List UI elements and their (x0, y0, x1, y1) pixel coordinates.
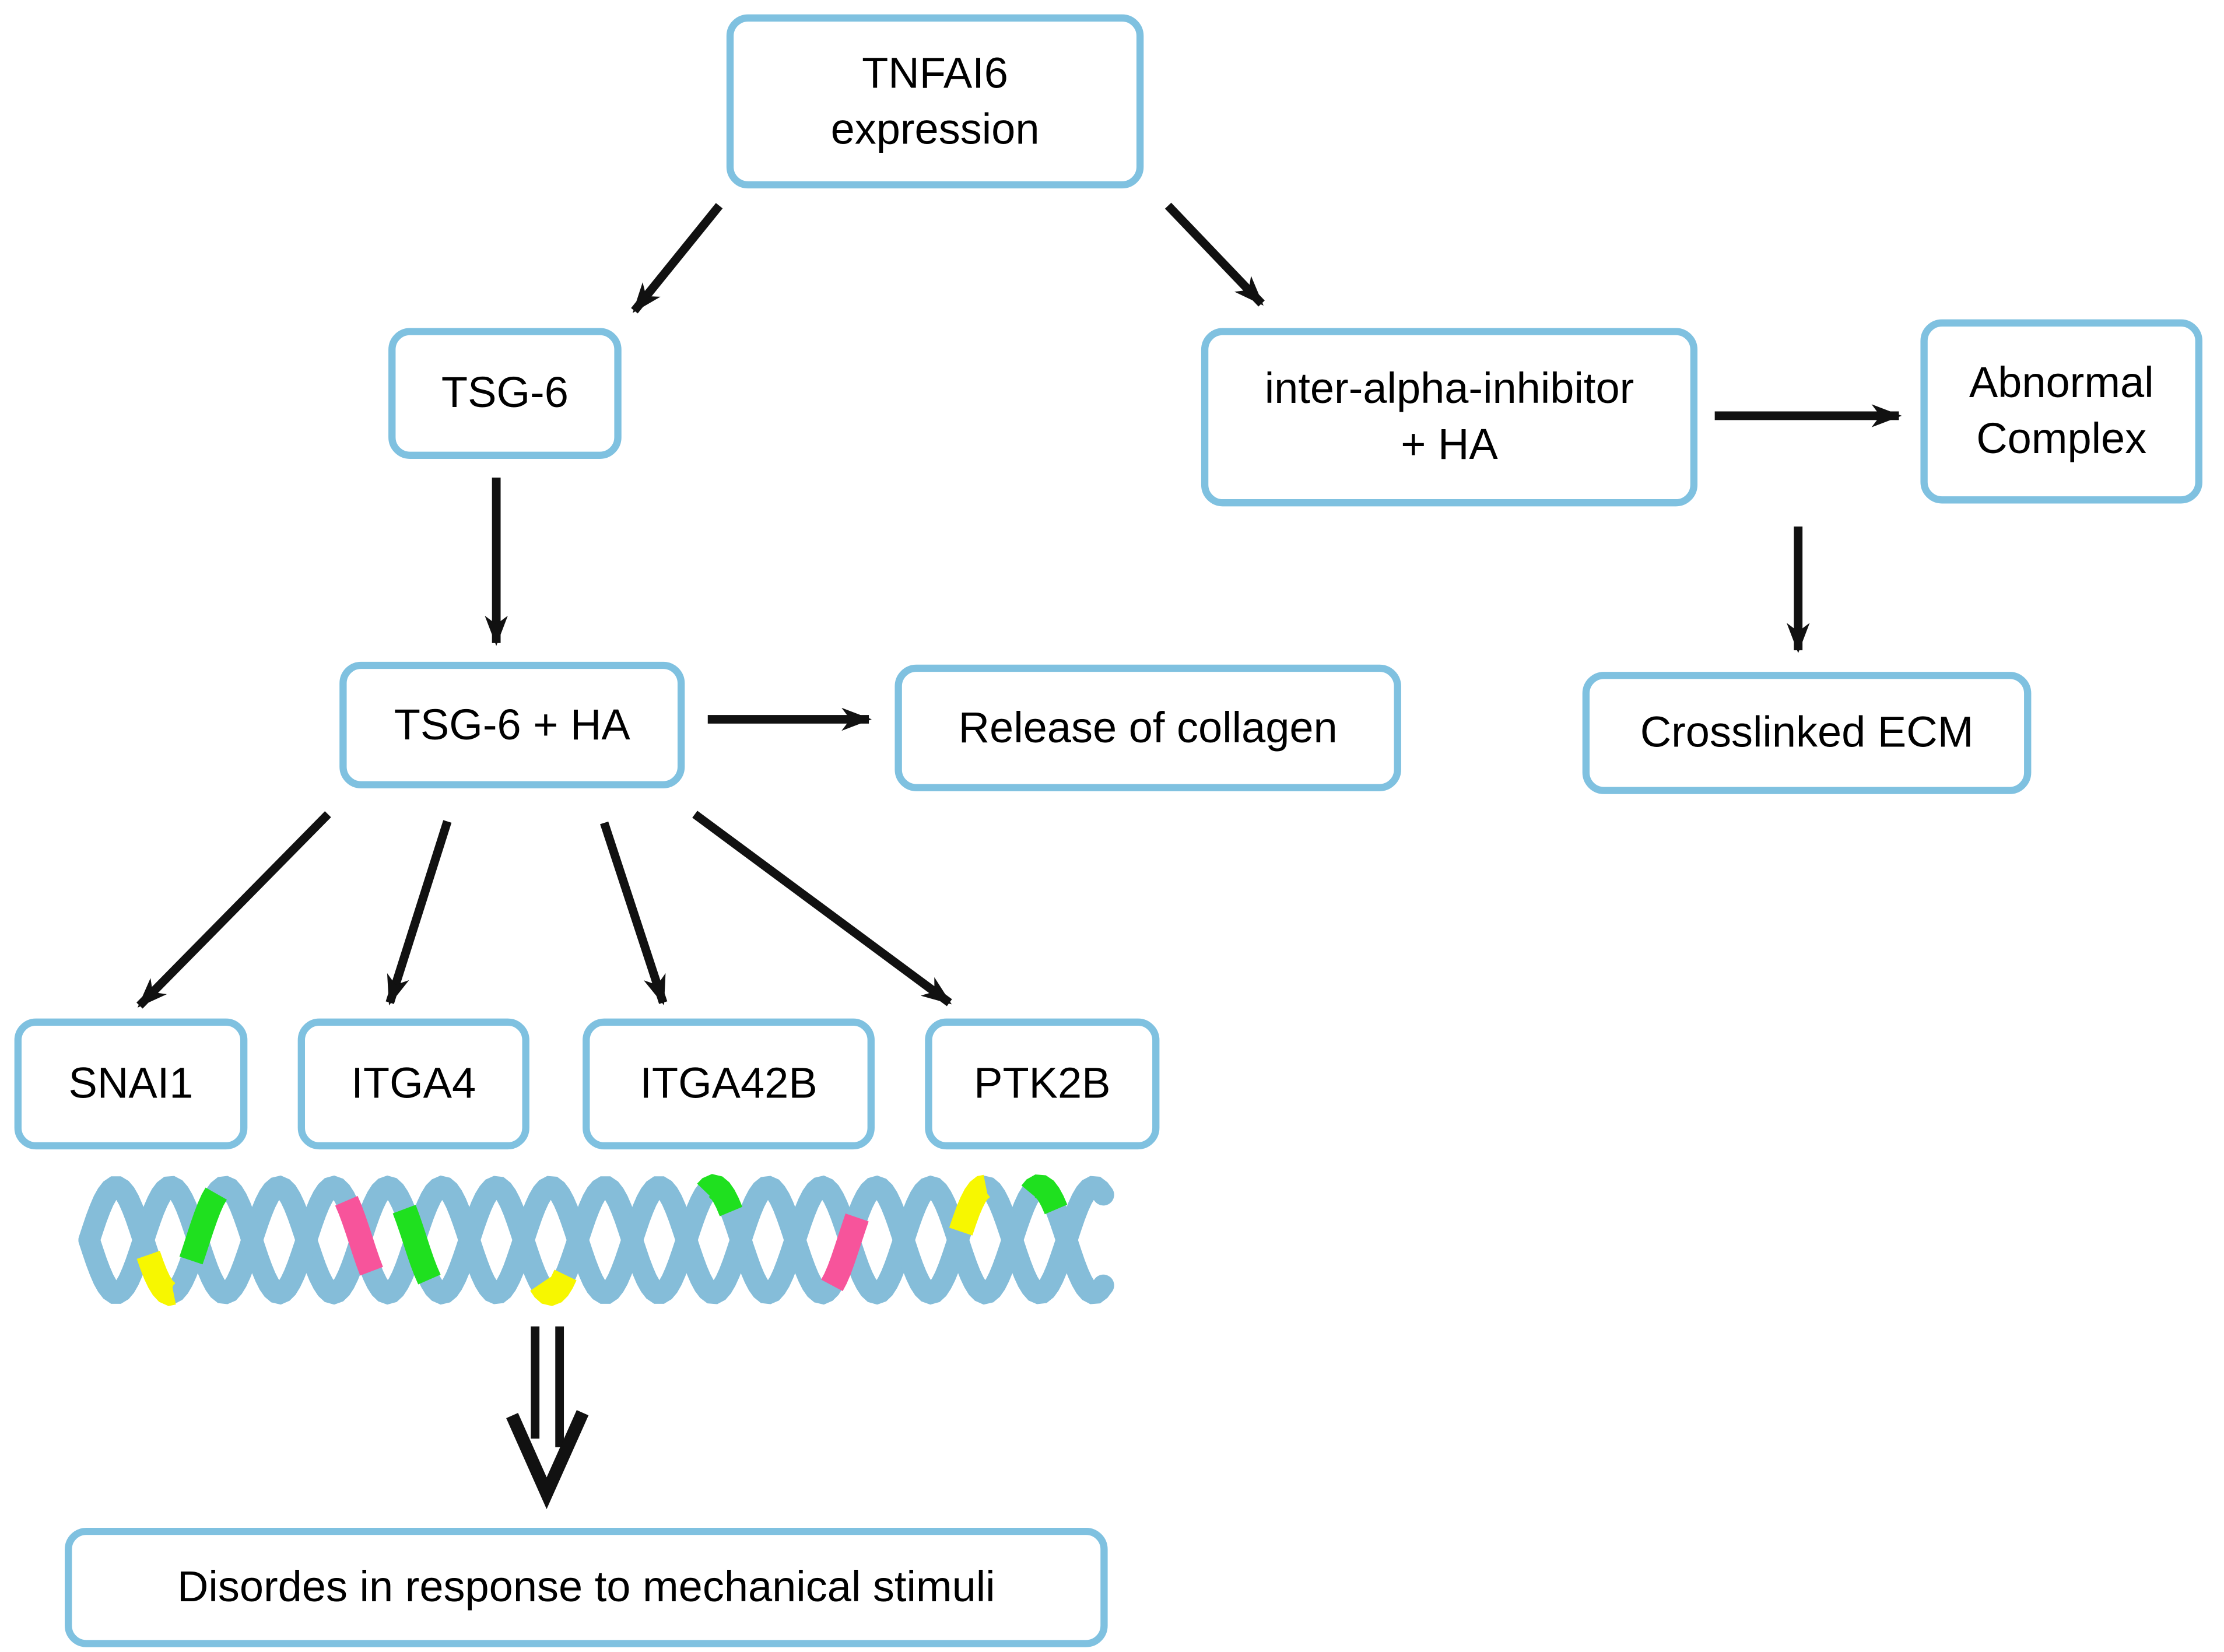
node-abnormal-complex-label: Abnormal Complex (1969, 359, 2154, 464)
node-tsg6: TSG-6 (388, 328, 622, 459)
dna-strand-1 (78, 1175, 1114, 1305)
node-inter-alpha-inhibitor-ha-label: inter-alpha-inhibitor + HA (1264, 365, 1634, 469)
node-itga42b: ITGA42B (583, 1018, 875, 1150)
arrow-dna-helix-to-disordes-box (506, 1326, 589, 1510)
node-ptk2b: PTK2B (925, 1018, 1160, 1150)
helix-marker-pink-7 (821, 1213, 869, 1292)
arrow-tsg6-ha-to-snai1 (136, 811, 331, 1009)
helix-marker-green-2 (179, 1187, 227, 1265)
helix-marker-yellow-8 (949, 1174, 990, 1236)
node-ptk2b-label: PTK2B (974, 1060, 1111, 1108)
arrow-tnfai6-expression-to-inter-alpha-inhibitor-ha (1164, 202, 1265, 307)
helix-marker-green-9 (1021, 1174, 1068, 1215)
helix-marker-yellow-5 (530, 1269, 577, 1306)
node-tnfai6-expression-label: TNFAI6 expression (830, 50, 1040, 153)
node-snai1-label: SNAI1 (68, 1060, 194, 1108)
node-tsg6-ha-label: TSG-6 + HA (394, 701, 630, 749)
helix-marker-pink-3 (335, 1195, 383, 1276)
node-inter-alpha-inhibitor-ha: inter-alpha-inhibitor + HA (1201, 328, 1698, 507)
arrow-tsg6-ha-to-ptk2b (692, 811, 952, 1006)
node-itga4-label: ITGA4 (351, 1060, 476, 1108)
arrow-tsg6-ha-to-itga42b (600, 821, 668, 1006)
node-itga42b-label: ITGA42B (640, 1060, 818, 1108)
dna-strand-2 (78, 1175, 1114, 1305)
node-release-of-collagen: Release of collagen (894, 664, 1401, 791)
node-snai1: SNAI1 (14, 1018, 248, 1150)
helix-marker-green-4 (392, 1205, 441, 1285)
node-disordes-box-label: Disordes in response to mechanical stimu… (177, 1563, 995, 1612)
helix-marker-yellow-1 (136, 1250, 176, 1306)
node-tsg6-ha: TSG-6 + HA (339, 661, 685, 788)
helix-marker-green-6 (697, 1174, 743, 1216)
dna-helix (78, 1174, 1114, 1306)
node-crosslinked-ecm-label: Crosslinked ECM (1640, 709, 1974, 757)
node-itga4: ITGA4 (297, 1018, 529, 1150)
node-tsg6-label: TSG-6 (441, 370, 569, 418)
node-crosslinked-ecm: Crosslinked ECM (1582, 672, 2032, 794)
node-abnormal-complex: Abnormal Complex (1920, 319, 2202, 504)
arrow-tsg6-ha-to-itga4 (385, 820, 452, 1006)
node-disordes-box: Disordes in response to mechanical stimu… (65, 1527, 1108, 1647)
node-tnfai6-expression: TNFAI6 expression (726, 14, 1144, 189)
arrow-tnfai6-expression-to-tsg6 (631, 203, 723, 314)
node-release-of-collagen-label: Release of collagen (958, 704, 1338, 752)
